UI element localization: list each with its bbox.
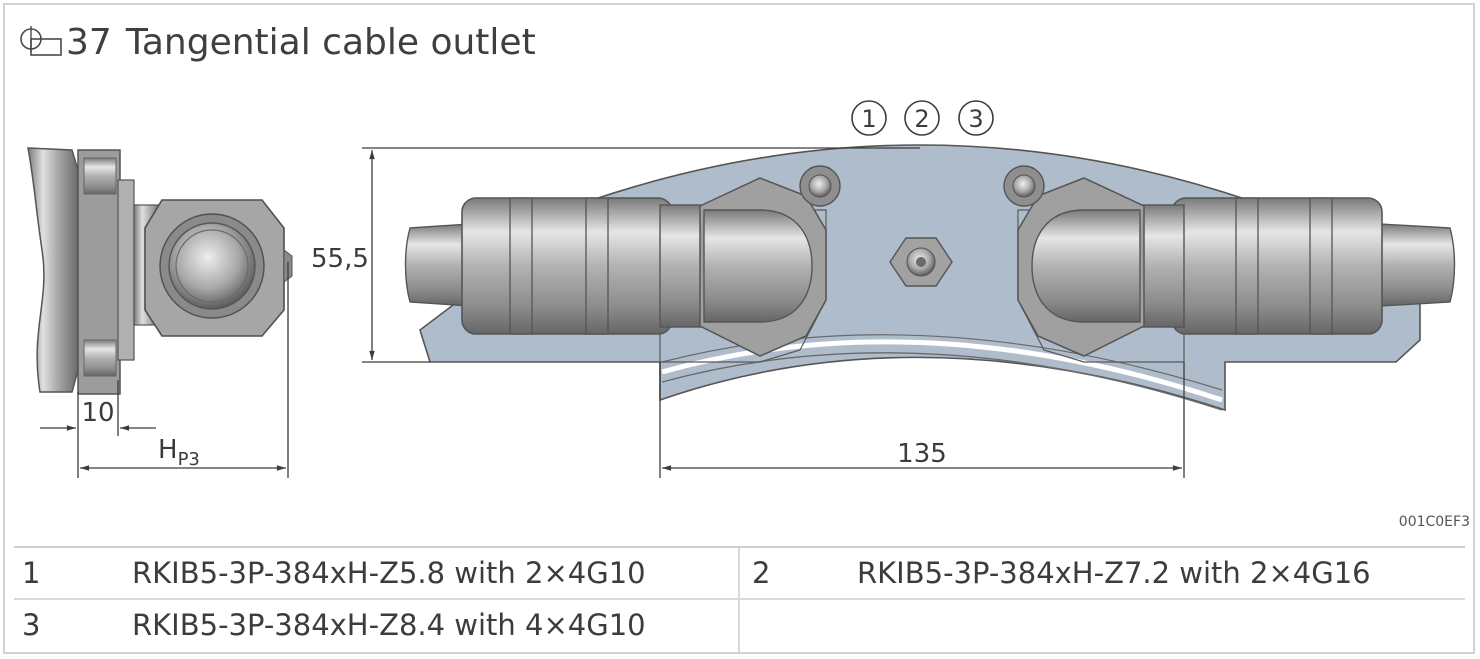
front-view [404,144,1456,412]
dim-offset-label: 10 [81,398,114,428]
figure-title: 37 Tangential cable outlet [18,18,536,66]
figure-number: 37 [66,21,112,63]
callouts: 1 2 3 [851,100,994,136]
legend-row: 3 RKIB5-3P-384xH-Z8.4 with 4×4G10 [14,600,1465,650]
legend-num-2: 2 [752,556,771,590]
side-dimensions [40,262,289,478]
side-view [27,147,293,395]
technical-drawing: 10 HP3 [27,100,1456,478]
legend-table: 1 RKIB5-3P-384xH-Z5.8 with 2×4G10 2 RKIB… [14,546,1465,652]
figure-title-text: Tangential cable outlet [125,21,536,63]
figure-icon [20,26,62,56]
legend-text-2: RKIB5-3P-384xH-Z7.2 with 2×4G16 [857,556,1371,590]
dim-height-label: 55,5 [311,244,369,274]
legend-text-3: RKIB5-3P-384xH-Z8.4 with 4×4G10 [132,608,646,642]
dim-width-label: 135 [897,439,947,469]
front-dimensions [362,147,1185,478]
callout-3: 3 [968,105,983,133]
figure-frame [3,3,1475,654]
legend-text-1: RKIB5-3P-384xH-Z5.8 with 2×4G10 [132,556,646,590]
dim-hp-label: HP3 [158,435,200,470]
figure-code: 001C0EF3 [1398,514,1470,530]
legend-column-divider [738,548,740,652]
legend-row: 1 RKIB5-3P-384xH-Z5.8 with 2×4G10 2 RKIB… [14,548,1465,600]
legend-num-1: 1 [22,556,41,590]
callout-2: 2 [914,105,929,133]
callout-1: 1 [861,105,876,133]
legend-num-3: 3 [22,608,41,642]
